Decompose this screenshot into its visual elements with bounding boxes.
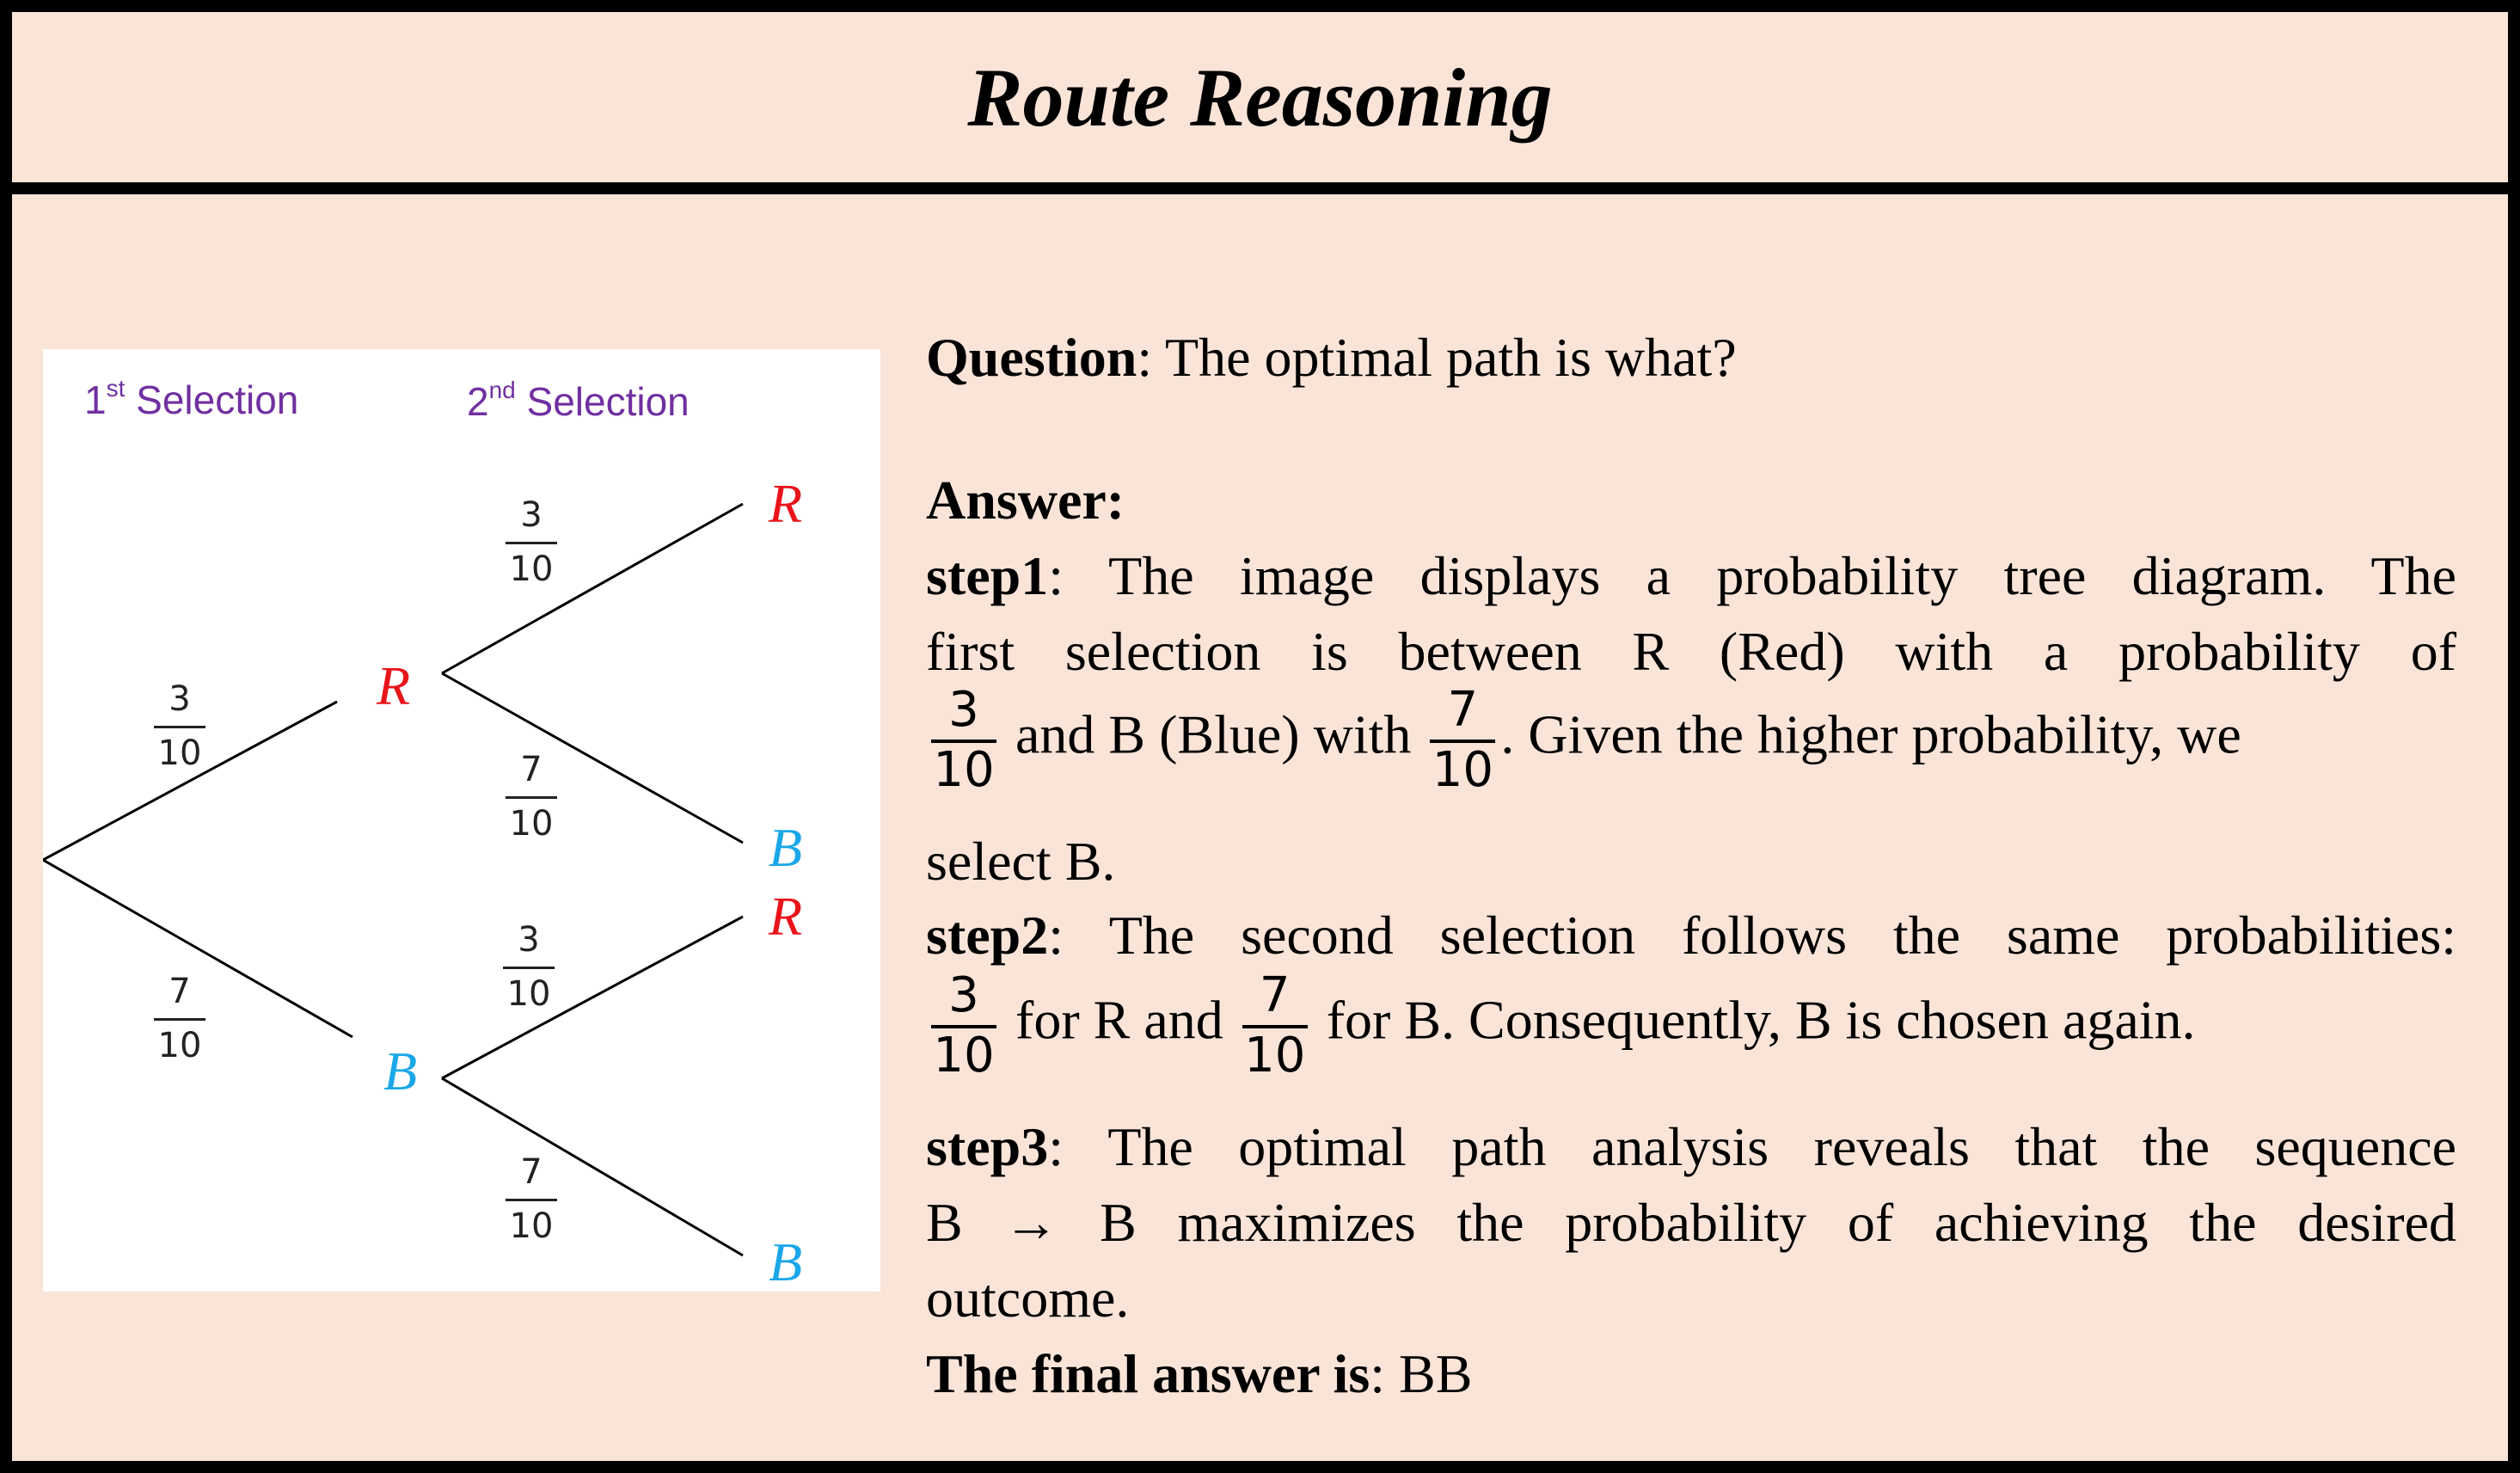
question-line: Question: The optimal path is what? (926, 323, 1737, 392)
second-selection-label: 2nd Selection (467, 377, 690, 424)
question-text: : The optimal path is what? (1137, 327, 1737, 388)
branch-b-r (441, 915, 744, 1080)
node-b-r: R (769, 886, 803, 947)
branch-b-b (441, 1077, 744, 1257)
step3-line-3: outcome. (926, 1267, 1130, 1329)
node-first-r: R (377, 655, 411, 716)
branch-r-r (441, 502, 744, 675)
tree-branches (43, 502, 744, 1257)
node-first-b: B (383, 1040, 418, 1102)
branch-root-r (43, 700, 338, 862)
step3-line-2: B → B maximizes the probability of achie… (926, 1192, 2456, 1253)
step2-label: step2 (926, 905, 1049, 966)
final-answer-line: The final answer is: BB (926, 1340, 1472, 1409)
node-b-b: B (769, 1231, 803, 1292)
node-r-b: B (769, 817, 803, 878)
branch-r-b (441, 672, 744, 844)
step1-line-1: step1: The image displays a probability … (926, 545, 2456, 606)
step3-label: step3 (926, 1116, 1049, 1177)
answer-label: Answer: (926, 470, 1125, 531)
question-label: Question (926, 327, 1137, 388)
step1-label: step1 (926, 545, 1049, 606)
header: Route Reasoning (12, 12, 2508, 194)
step1-line-4: select B. (926, 831, 1116, 892)
page-title: Route Reasoning (967, 51, 1553, 144)
step3-line-1: step3: The optimal path analysis reveals… (926, 1116, 2456, 1177)
step2-line-1: step2: The second selection follows the … (926, 905, 2456, 966)
final-answer-label: The final answer is (926, 1343, 1370, 1404)
final-answer-value: : BB (1370, 1343, 1473, 1404)
branch-root-b (43, 858, 353, 1039)
node-r-r: R (769, 473, 803, 534)
first-selection-label: 1st Selection (84, 375, 299, 422)
step1-line-2: first selection is between R (Red) with … (926, 621, 2456, 682)
